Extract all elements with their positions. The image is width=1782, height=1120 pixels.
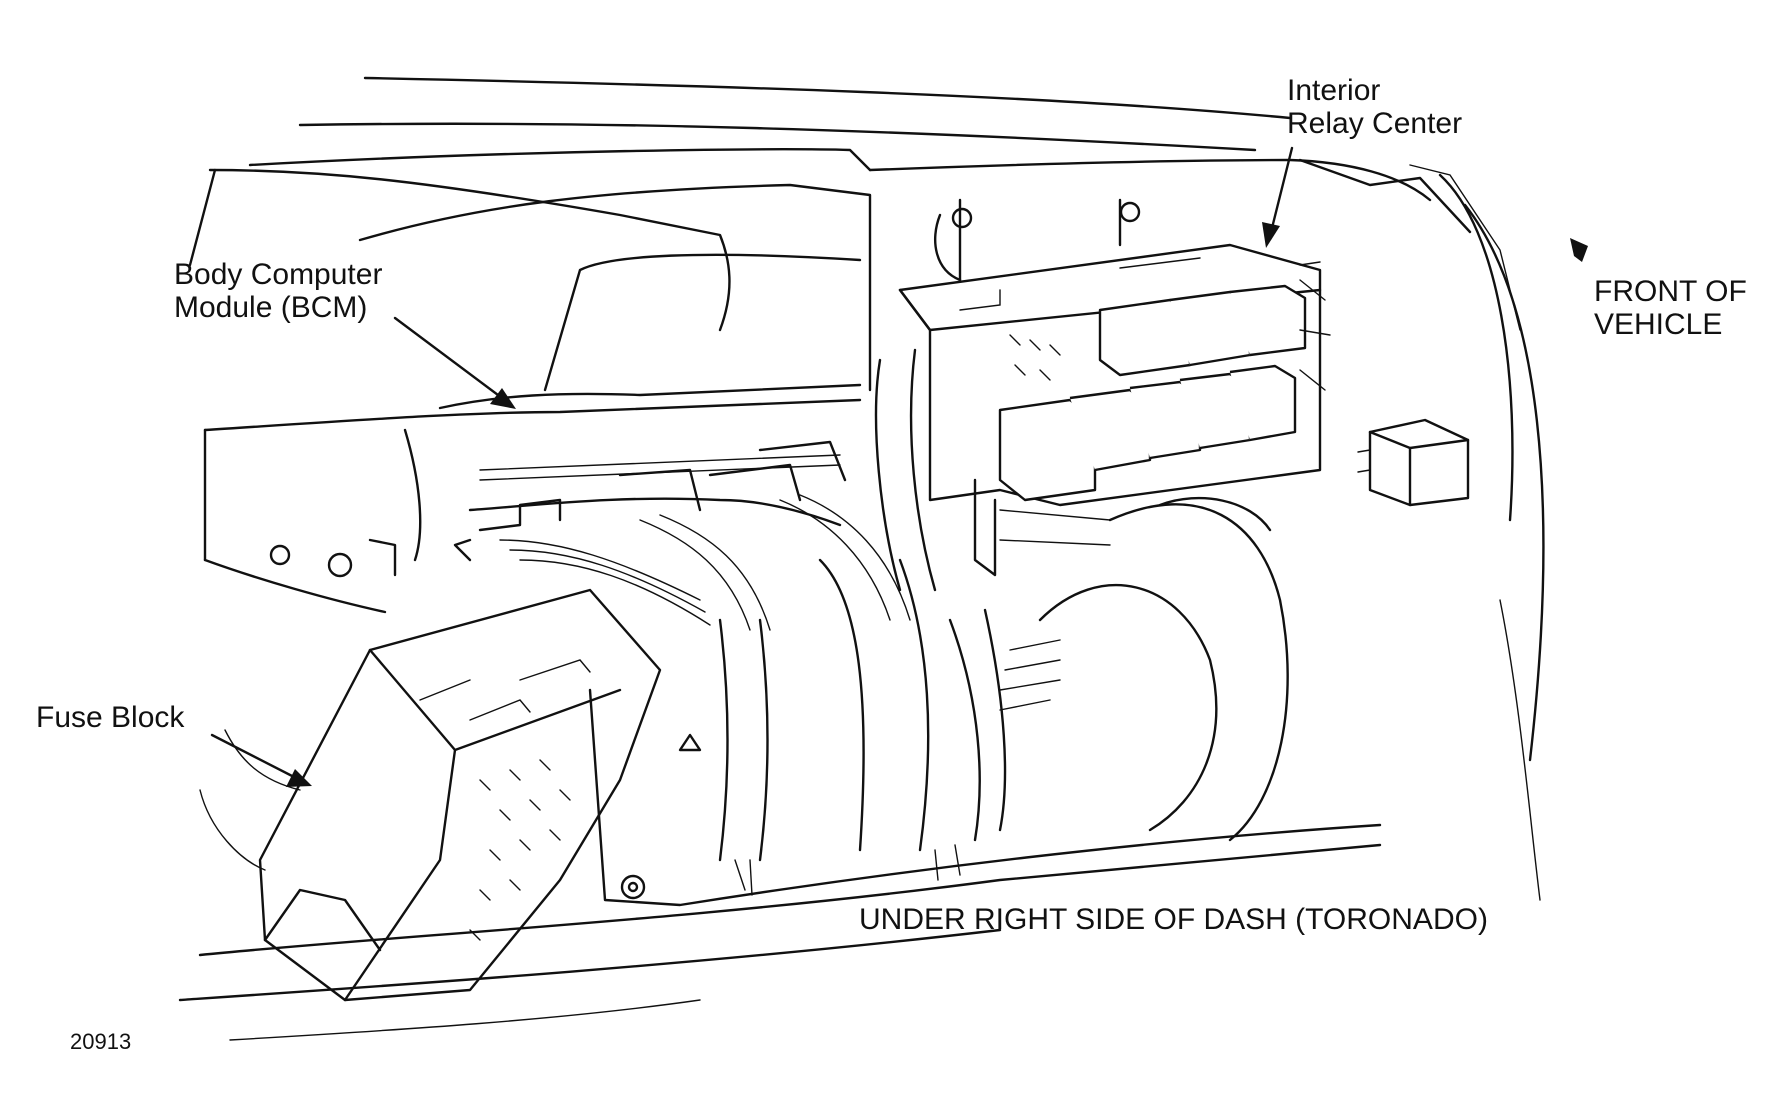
label-fuse-block: Fuse Block: [36, 701, 184, 734]
label-line: Relay Center: [1287, 107, 1463, 140]
lower-dash-panel: [178, 688, 1382, 1041]
interior-relay-center-shape: [898, 198, 1331, 577]
dash-top-contours: [248, 76, 1545, 901]
mounting-hardware: [269, 538, 472, 578]
label-line: Fuse Block: [36, 701, 185, 734]
label-interior-relay-center: Interior Relay Center: [1287, 74, 1462, 140]
front-direction-arrow: [1570, 238, 1588, 262]
figure-number: 20913: [70, 1030, 131, 1054]
caption-text: UNDER RIGHT SIDE OF DASH (TORONADO): [859, 903, 1488, 936]
label-line: VEHICLE: [1594, 308, 1723, 341]
caption: UNDER RIGHT SIDE OF DASH (TORONADO): [859, 903, 1488, 936]
label-front-of-vehicle: FRONT OF VEHICLE: [1594, 275, 1747, 341]
figure-number-text: 20913: [70, 1029, 132, 1054]
label-line: FRONT OF: [1594, 275, 1747, 308]
label-line: Interior: [1287, 74, 1381, 107]
label-body-computer-module: Body Computer Module (BCM): [174, 258, 382, 324]
pointer-arrows: [210, 146, 1588, 787]
body-computer-module-shape: [188, 168, 872, 614]
label-line: Module (BCM): [174, 291, 368, 324]
label-line: Body Computer: [174, 258, 383, 291]
loose-relay-shape: [1357, 418, 1470, 507]
fuse-block-shape: [258, 588, 662, 1002]
wiring-harness-shape: [468, 348, 1289, 896]
